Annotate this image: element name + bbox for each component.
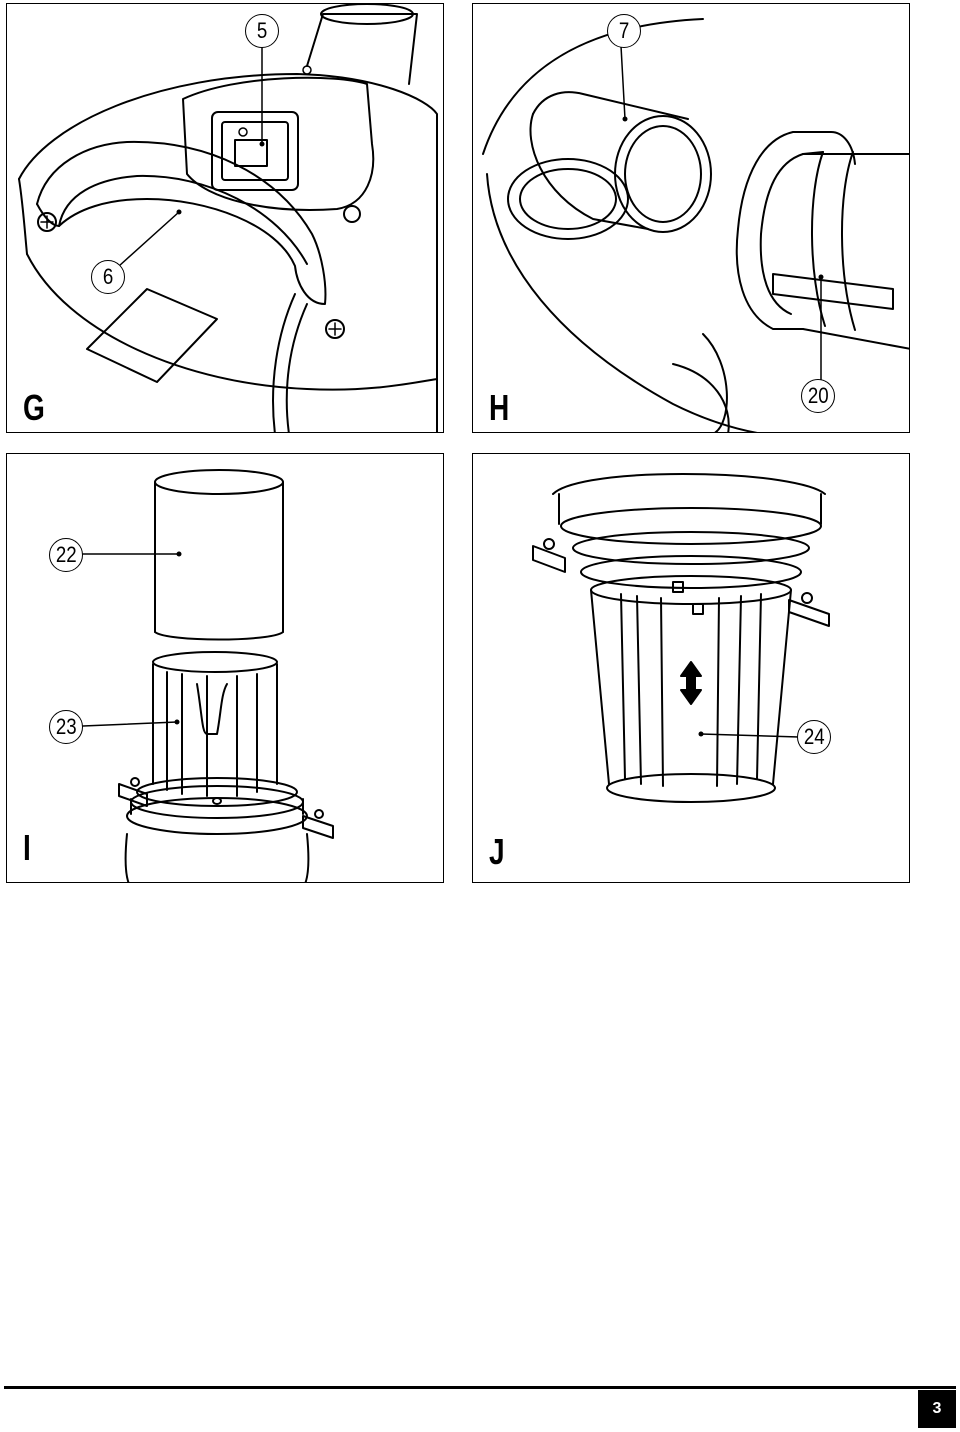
figure-panel-i: 22 23 I [6,453,444,883]
callout-7: 7 [607,14,641,48]
panel-letter-i: I [23,827,31,868]
callout-6: 6 [91,260,125,294]
callout-23: 23 [49,710,83,744]
footer-rule [4,1386,956,1389]
callout-22: 22 [49,538,83,572]
page-number: 3 [918,1390,956,1428]
callout-24: 24 [797,720,831,754]
callout-20: 20 [801,379,835,413]
figure-panel-h: 7 20 H [472,3,910,433]
hose-connection-illustration [482,18,909,432]
switch-handle-illustration [18,4,438,432]
figure-panel-j: 24 J [472,453,910,883]
filter-cage-illustration [82,469,334,882]
panel-letter-g: G [23,387,45,428]
panel-letter-h: H [489,387,510,428]
figure-panel-g: 5 6 G [6,3,444,433]
panel-letter-j: J [489,831,505,872]
filter-cage-mounted-illustration [532,473,830,803]
callout-5: 5 [245,14,279,48]
